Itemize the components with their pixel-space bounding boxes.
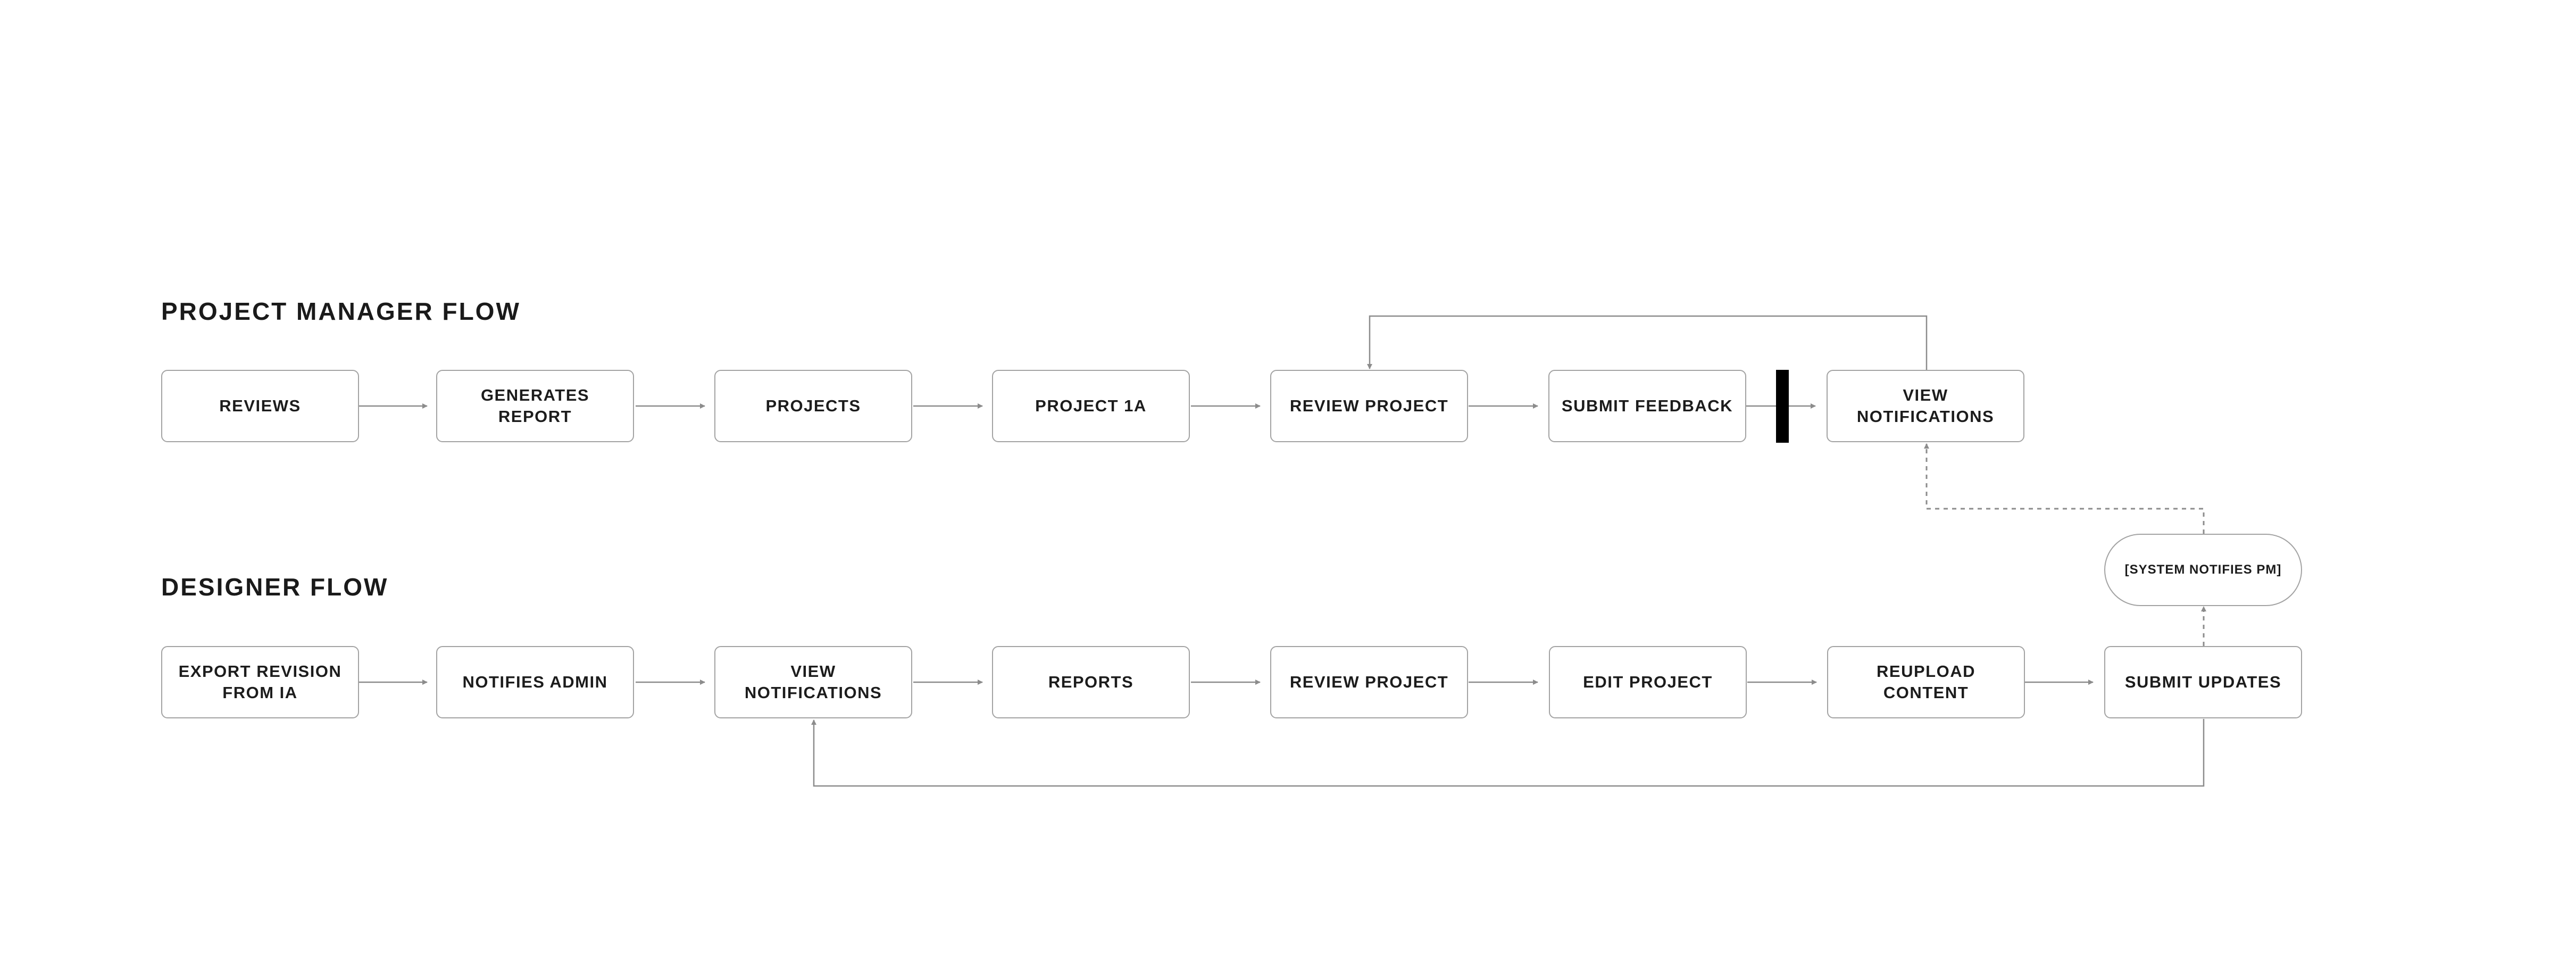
pm-flow-title: PROJECT MANAGER FLOW (161, 297, 521, 325)
designer-step-review-project[interactable]: REVIEW PROJECT (1270, 646, 1468, 718)
pm-step-submit-feedback[interactable]: SUBMIT FEEDBACK (1548, 370, 1746, 442)
designer-step-edit-project[interactable]: EDIT PROJECT (1549, 646, 1747, 718)
designer-loop-arrow (811, 719, 2205, 787)
designer-step-submit-updates[interactable]: SUBMIT UPDATES (2104, 646, 2302, 718)
pm-step-review-project[interactable]: REVIEW PROJECT (1270, 370, 1468, 442)
pm-step-projects[interactable]: PROJECTS (714, 370, 912, 442)
pm-sync-bar (1776, 370, 1789, 443)
designer-step-view-notifications[interactable]: VIEW NOTIFICATIONS (714, 646, 912, 718)
pm-step-generates-report[interactable]: GENERATES REPORT (436, 370, 634, 442)
designer-step-reupload-content[interactable]: REUPLOAD CONTENT (1827, 646, 2025, 718)
designer-flow-title: DESIGNER FLOW (161, 573, 389, 601)
designer-step-export-revision[interactable]: EXPORT REVISION FROM IA (161, 646, 359, 718)
pm-step-project-1a[interactable]: PROJECT 1A (992, 370, 1190, 442)
system-notifies-pm-note: [SYSTEM NOTIFIES PM] (2104, 534, 2302, 606)
pm-step-view-notifications[interactable]: VIEW NOTIFICATIONS (1827, 370, 2024, 442)
designer-step-reports[interactable]: REPORTS (992, 646, 1190, 718)
designer-step-notifies-admin[interactable]: NOTIFIES ADMIN (436, 646, 634, 718)
pm-loop-arrow (1367, 315, 1928, 370)
notify-pm-dashed-arrow (1924, 443, 2205, 534)
pm-step-reviews[interactable]: REVIEWS (161, 370, 359, 442)
